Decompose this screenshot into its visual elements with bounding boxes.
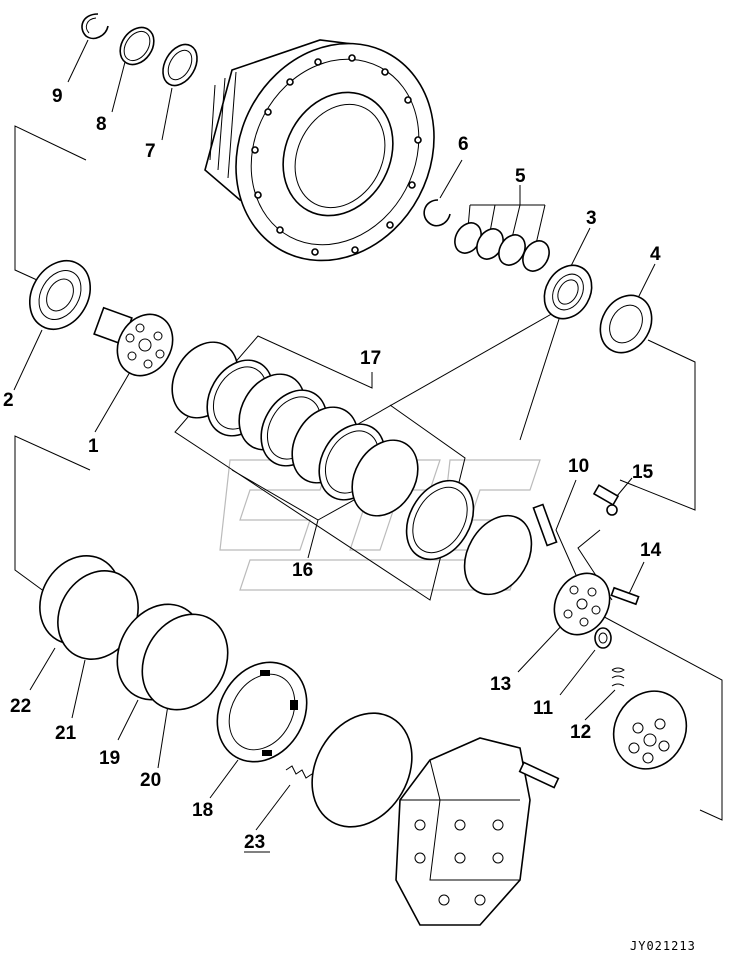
- callout-16: 16: [292, 560, 313, 581]
- callout-18: 18: [192, 800, 213, 821]
- part-housing: [204, 39, 435, 262]
- part-shaft-1: [93, 306, 174, 377]
- callout-12: 12: [570, 722, 591, 743]
- callout-7: 7: [145, 141, 156, 162]
- part-bolt-14: [610, 586, 640, 606]
- callout-8: 8: [96, 114, 107, 135]
- part-bearing-2: [29, 260, 91, 330]
- part-shims-5: [454, 222, 550, 272]
- callout-3: 3: [586, 208, 597, 229]
- part-ring-20: [141, 613, 229, 711]
- callout-9: 9: [52, 86, 63, 107]
- callout-23: 23: [244, 832, 265, 853]
- drawing-code: JY021213: [630, 939, 696, 953]
- callout-5: 5: [515, 166, 526, 187]
- callout-20: 20: [140, 770, 161, 791]
- callout-4: 4: [650, 244, 661, 265]
- callout-15: 15: [632, 462, 654, 483]
- callout-14: 14: [640, 540, 662, 561]
- housing-bolt-holes: [251, 54, 422, 256]
- part-spring-11: [594, 627, 612, 649]
- part-snap-ring-9: [81, 13, 109, 40]
- part-o-ring-large: [311, 712, 413, 828]
- leader-lines: [13, 39, 723, 831]
- part-plates-17: [171, 341, 419, 517]
- callout-21: 21: [55, 723, 77, 744]
- part-seal-7: [162, 43, 198, 87]
- part-valve-plate-13: [553, 572, 611, 636]
- part-valve-body: [395, 737, 560, 926]
- part-nut-4: [599, 294, 653, 354]
- callout-22: 22: [10, 696, 31, 717]
- callout-2: 2: [3, 390, 14, 411]
- callout-10: 10: [568, 456, 589, 477]
- callout-17: 17: [360, 348, 381, 369]
- part-pin-15: [592, 484, 620, 516]
- part-plates-16: [405, 479, 533, 596]
- callout-19: 19: [99, 748, 120, 769]
- part-bearing-3: [543, 264, 593, 320]
- part-spring-12: [611, 667, 625, 687]
- callout-labels: 9 8 7 6 5 3 4 2 1 17 10 15 14 16 13 11 1…: [3, 86, 662, 853]
- callout-6: 6: [458, 134, 469, 155]
- part-pin-10: [532, 503, 558, 547]
- callout-13: 13: [490, 674, 511, 695]
- part-snap-ring-6: [423, 199, 451, 227]
- part-motor-block: [612, 690, 688, 770]
- callout-11: 11: [533, 698, 554, 719]
- part-ring-8: [119, 26, 155, 66]
- callout-1: 1: [88, 436, 99, 457]
- part-piston-18: [216, 661, 308, 763]
